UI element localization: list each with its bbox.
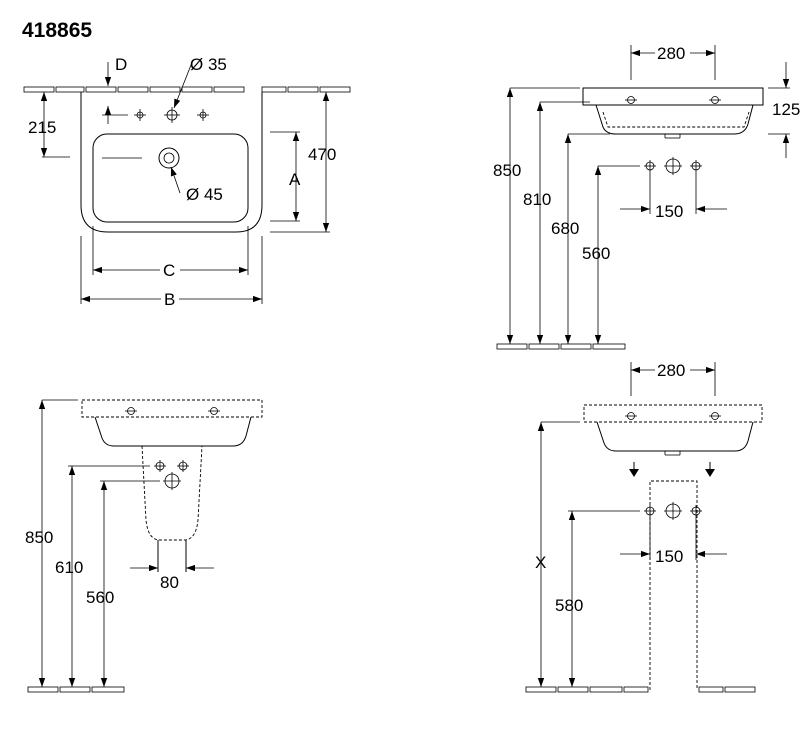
dim-810-label: 810 <box>523 190 551 209</box>
pedestal-column <box>649 480 698 690</box>
dim-470-label: 470 <box>308 145 336 164</box>
basin-bowl <box>92 133 249 223</box>
tap-hole-right-icon <box>197 109 209 121</box>
tap-hole-left-icon <box>134 109 146 121</box>
dim-680-label: 680 <box>551 219 579 238</box>
floor-line-left <box>27 686 125 693</box>
half-pedestal-outline <box>141 445 203 541</box>
dim-280-label: 280 <box>657 44 685 63</box>
basin-side-top <box>582 87 764 106</box>
dim-610-label: 610 <box>55 558 83 577</box>
dim-b-label: B <box>164 290 175 309</box>
side-view-wall-hung: 280 125 850 810 680 <box>493 44 800 350</box>
dim-150-label-bottom: 150 <box>655 547 683 566</box>
floor-line <box>496 343 626 350</box>
dim-850-label: 850 <box>493 161 521 180</box>
product-number: 418865 <box>22 19 92 42</box>
waste-outlet-icon <box>158 147 180 169</box>
basin-side-body <box>595 104 754 135</box>
dim-a-label: A <box>289 170 301 189</box>
down-arrow-left-icon <box>629 462 639 477</box>
pedestal-connections-icon <box>644 502 702 520</box>
dim-560-label-left: 560 <box>86 588 114 607</box>
dim-waste-label: Ø 45 <box>186 185 223 204</box>
basin-side-top-dashed <box>81 399 263 418</box>
basin-top-dashed <box>583 404 763 423</box>
floor-line-right <box>525 686 756 693</box>
dim-c-label: C <box>163 261 175 280</box>
dim-215-label: 215 <box>28 118 56 137</box>
basin-outline <box>80 92 263 233</box>
tap-hole-center-icon <box>164 107 180 123</box>
front-view: D Ø 35 215 470 A Ø 45 C B <box>23 55 351 309</box>
pedestal-view: 280 150 <box>525 361 763 693</box>
dim-80-label: 80 <box>160 573 179 592</box>
dim-150-label: 150 <box>655 202 683 221</box>
dim-x-label: X <box>535 553 546 572</box>
dim-280-label-bottom: 280 <box>657 361 685 380</box>
down-arrow-right-icon <box>705 462 715 477</box>
dim-tap-hole-label: Ø 35 <box>190 55 227 74</box>
wall-line <box>23 86 351 93</box>
dim-580-label: 580 <box>555 596 583 615</box>
dim-560-label-right: 560 <box>582 244 610 263</box>
dim-125-label: 125 <box>772 100 800 119</box>
half-pedestal-connections-icon <box>154 460 189 490</box>
dim-d-label: D <box>115 55 127 74</box>
half-pedestal-view: 850 610 560 80 <box>25 399 263 693</box>
dim-850-label-left: 850 <box>25 528 53 547</box>
supply-connections-icon <box>644 157 702 175</box>
